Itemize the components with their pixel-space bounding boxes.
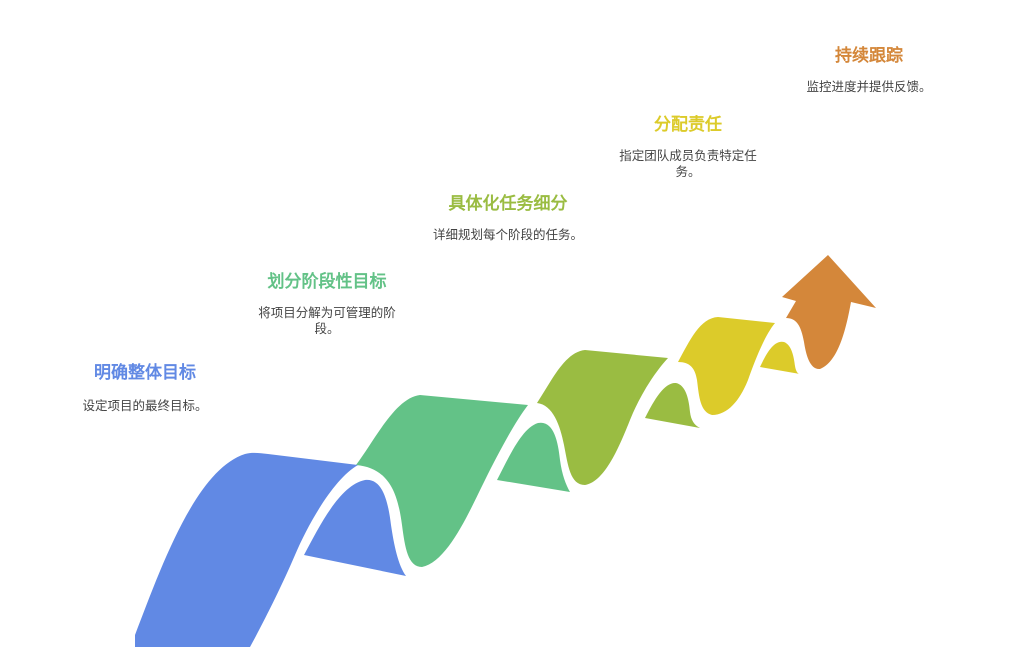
step-3-description: 详细规划每个阶段的任务。 xyxy=(432,227,583,242)
step-1-title: 明确整体目标 xyxy=(94,363,196,383)
step-4-label-group: 分配责任 指定团队成员负责特定任务。 xyxy=(608,114,768,180)
step-4-description: 指定团队成员负责特定任务。 xyxy=(619,148,757,179)
step-3-title: 具体化任务细分 xyxy=(448,194,568,214)
ribbon-segment-3-front xyxy=(537,350,668,485)
step-2-description: 将项目分解为可管理的阶段。 xyxy=(258,305,396,336)
step-4-title: 分配责任 xyxy=(654,115,722,135)
step-5-title: 持续跟踪 xyxy=(835,46,903,66)
ribbon-segment-3-back xyxy=(645,382,700,428)
ribbon-segment-4-back xyxy=(760,341,800,374)
ribbon-segment-1-front xyxy=(135,452,358,647)
step-5-label-group: 持续跟踪 监控进度并提供反馈。 xyxy=(784,45,954,95)
ribbon-segment-5-arrow xyxy=(782,255,876,370)
step-1-label-group: 明确整体目标 设定项目的最终目标。 xyxy=(60,362,230,414)
ribbon-segment-1-back xyxy=(304,479,406,576)
step-3-label-group: 具体化任务细分 详细规划每个阶段的任务。 xyxy=(428,193,588,243)
step-1-description: 设定项目的最终目标。 xyxy=(82,398,208,413)
ribbon-segment-2-back xyxy=(497,422,570,492)
ribbon-segment-2-front xyxy=(356,395,528,567)
ribbon-segment-4-front xyxy=(678,317,775,415)
step-2-title: 划分阶段性目标 xyxy=(267,272,387,292)
step-5-description: 监控进度并提供反馈。 xyxy=(806,79,932,94)
step-2-label-group: 划分阶段性目标 将项目分解为可管理的阶段。 xyxy=(246,271,408,337)
